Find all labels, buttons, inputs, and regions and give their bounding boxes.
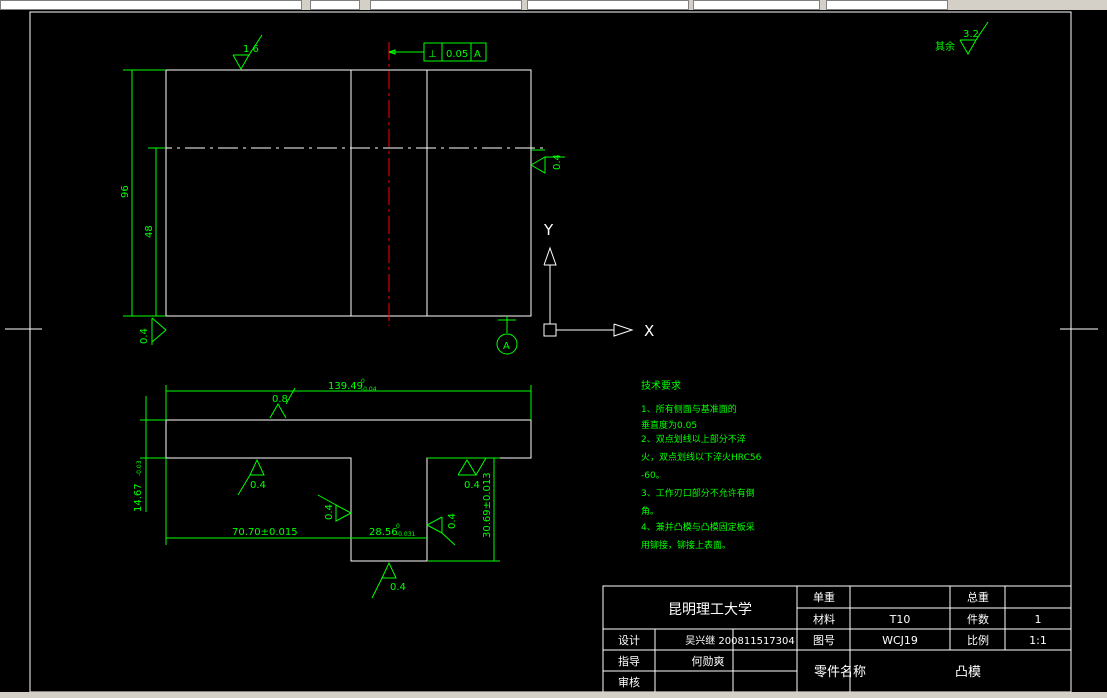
- total-weight-label: 总重: [967, 590, 989, 604]
- guide-label: 指导: [618, 654, 640, 668]
- toolbar-dropdown[interactable]: [826, 0, 948, 10]
- roughness-slot-bottom: 0.4: [390, 582, 406, 593]
- ucs-icon: [543, 246, 634, 337]
- guide-value: 何勋爽: [692, 654, 725, 668]
- dim-bottom-left: 70.70±0.015: [232, 527, 298, 538]
- front-view: 139.49 0 -0.04 0.8 0.4 0.4 0.4 0.4 0.4 1…: [133, 378, 532, 599]
- material-label: 材料: [813, 612, 835, 626]
- datum-label: A: [503, 341, 510, 352]
- toolbar-dropdown[interactable]: [370, 0, 522, 10]
- weight-label: 单重: [813, 590, 835, 604]
- designer-name: 吴兴继 200811517304: [685, 634, 795, 647]
- general-roughness: 其余 3.2: [935, 21, 989, 56]
- material-value: T10: [889, 613, 911, 626]
- dim-slot-width: 28.56: [369, 527, 398, 538]
- general-roughness-value: 3.2: [963, 29, 979, 40]
- roughness-top-label: 1.6: [243, 44, 259, 55]
- tech-req-title: 技术要求: [641, 379, 681, 392]
- tolerance-datum: A: [474, 49, 481, 60]
- dim-right-height: 30.69±0.013: [482, 472, 493, 538]
- dim-width-top-tol-upper: 0: [361, 378, 365, 385]
- dim-left-height: 14.67: [133, 483, 144, 512]
- dim-left-height-tol: -0.03: [136, 460, 143, 476]
- roughness-slot-left: 0.4: [324, 504, 335, 520]
- top-view-outline: [165, 69, 532, 317]
- title-block: 昆明理工大学 单重 总重 材料 T10 件数 1 设计 吴兴继 20081151…: [602, 585, 1072, 693]
- tech-req-line: 用铆接，铆接上表面。: [641, 539, 731, 551]
- ucs-x-label: X: [644, 322, 654, 340]
- part-name-label: 零件名称: [814, 664, 866, 680]
- layer-icon[interactable]: [310, 0, 360, 10]
- part-name-value: 凸模: [955, 665, 981, 680]
- scale-value: 1:1: [1029, 634, 1047, 647]
- review-label: 审核: [618, 675, 640, 689]
- tech-req-line: 垂直度为0.05: [641, 419, 697, 431]
- dim-height-partial: 48: [144, 225, 155, 238]
- tech-req-line: 角。: [641, 505, 659, 517]
- toolbar-dropdown[interactable]: [527, 0, 689, 10]
- tolerance-symbol: ⊥: [428, 49, 437, 60]
- top-view: 1.6 ⊥ 0.05 A 0.4 0.4 96 48 A: [120, 34, 565, 355]
- tech-req-line: -60。: [641, 471, 665, 481]
- roughness-right-step: 0.4: [464, 480, 480, 491]
- technical-requirements: 技术要求 1、所有侧面与基准面的 垂直度为0.05 2、双点划线以上部分不淬 火…: [641, 379, 762, 551]
- tech-req-line: 火，双点划线以下淬火HRC56: [641, 451, 762, 463]
- tech-req-line: 3、工作刃口部分不允许有倒: [641, 487, 755, 499]
- design-label: 设计: [618, 634, 640, 647]
- quantity-label: 件数: [967, 613, 989, 626]
- dim-height-total: 96: [120, 185, 131, 198]
- drawing-no-label: 图号: [813, 634, 835, 647]
- scale-label: 比例: [967, 633, 989, 647]
- dim-slot-width-tol-lower: -0.031: [396, 531, 416, 538]
- drawing-frame: [5, 11, 1098, 693]
- tech-req-line: 4、兼并凸模与凸模固定板采: [641, 521, 755, 533]
- quantity-value: 1: [1035, 613, 1042, 626]
- roughness-front-top: 0.8: [272, 394, 288, 405]
- drawing-no-value: WCJ19: [882, 634, 918, 647]
- ucs-y-label: Y: [543, 221, 554, 239]
- toolbar-field[interactable]: [0, 0, 302, 10]
- roughness-right-label: 0.4: [552, 154, 563, 170]
- roughness-bottom-left-label: 0.4: [139, 328, 150, 344]
- drawing-canvas[interactable]: 1.6 ⊥ 0.05 A 0.4 0.4 96 48 A Y X: [0, 10, 1107, 693]
- status-bar: [0, 692, 1107, 698]
- roughness-left-step: 0.4: [250, 480, 266, 491]
- dim-slot-width-tol-upper: 0: [396, 523, 400, 530]
- dim-width-top: 139.49: [328, 381, 363, 392]
- tech-req-line: 1、所有侧面与基准面的: [641, 403, 737, 415]
- general-roughness-label: 其余: [935, 40, 955, 53]
- tech-req-line: 2、双点划线以上部分不淬: [641, 433, 746, 445]
- tolerance-value: 0.05: [446, 49, 468, 60]
- toolbar-dropdown[interactable]: [693, 0, 820, 10]
- roughness-slot-right: 0.4: [447, 513, 458, 529]
- university-name: 昆明理工大学: [668, 602, 752, 618]
- dim-width-top-tol-lower: -0.04: [361, 386, 377, 393]
